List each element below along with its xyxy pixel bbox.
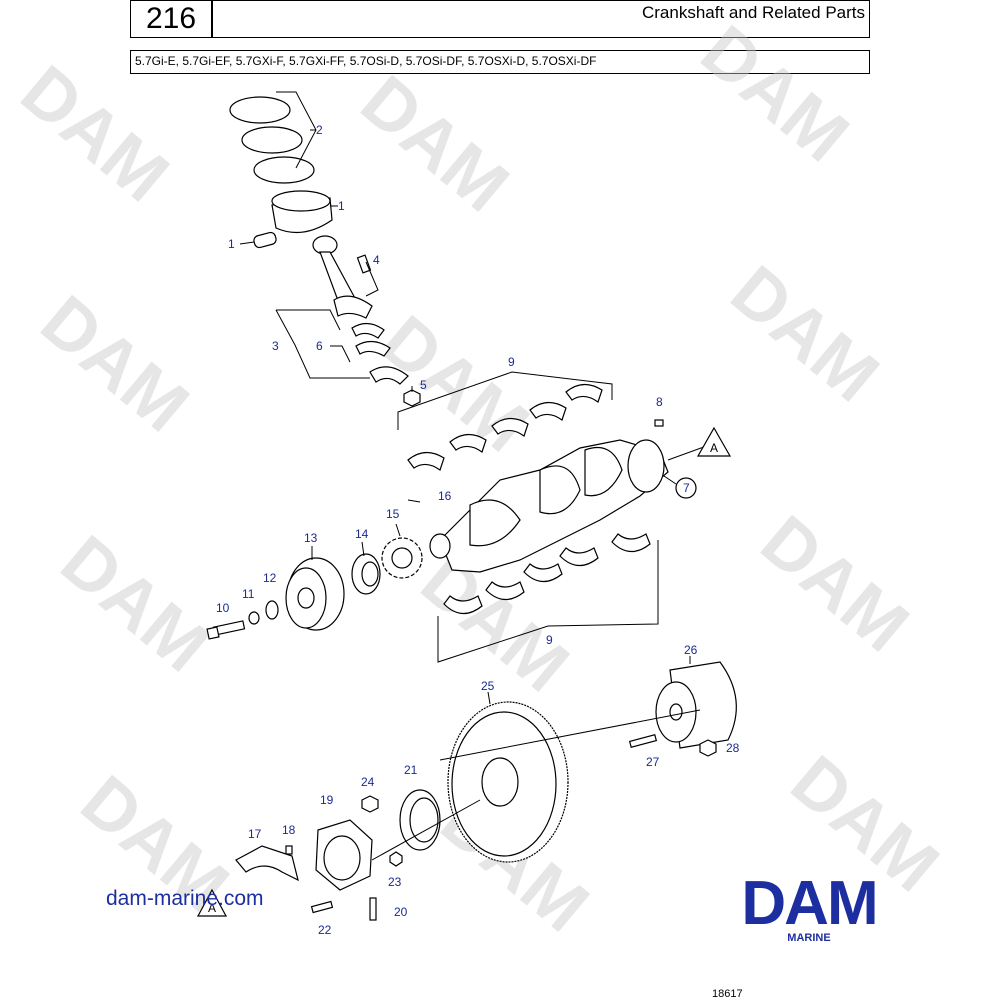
logo-subtitle: MARINE — [787, 932, 831, 944]
callout-26: 26 — [684, 643, 698, 657]
callout-28: 28 — [726, 741, 740, 755]
housing-bolt — [361, 795, 379, 813]
callout-12: 12 — [263, 571, 277, 585]
callout-22: 22 — [318, 923, 332, 937]
rear-seal-housing — [315, 819, 373, 891]
front-seal — [351, 541, 381, 595]
rod-bearings — [275, 309, 409, 385]
callout-9: 9 — [546, 633, 553, 647]
harmonic-balancer — [285, 546, 345, 631]
watermark-text: DAM — [716, 251, 893, 418]
brand-logo: DAM MARINE — [718, 869, 900, 946]
crankshaft — [407, 439, 713, 573]
callout-19: 19 — [320, 793, 334, 807]
watermark-text: DAM — [346, 61, 523, 228]
callout-7-circle — [675, 477, 697, 499]
callout-6: 6 — [316, 339, 323, 353]
callout-5: 5 — [420, 378, 427, 392]
watermark-text: DAM — [746, 501, 923, 668]
callout-13: 13 — [304, 531, 318, 545]
callout-8: 8 — [656, 395, 663, 409]
watermark-text: DAM — [46, 521, 223, 688]
housing-screw-22 — [310, 900, 334, 914]
callout-10: 10 — [216, 601, 230, 615]
connecting-rod — [312, 235, 379, 319]
dowel-pin — [654, 419, 664, 427]
callout-14: 14 — [355, 527, 369, 541]
main-bearings-upper — [397, 371, 613, 471]
watermark-text: DAM — [6, 51, 183, 218]
reference-a-label: A — [208, 901, 216, 915]
timing-sprocket — [381, 523, 423, 579]
piston — [271, 190, 338, 234]
callout-20: 20 — [394, 905, 408, 919]
reference-a-marker-bottom: A — [196, 888, 228, 917]
callout-17: 17 — [248, 827, 262, 841]
flywheel-stud — [628, 734, 658, 748]
callout-27: 27 — [646, 755, 660, 769]
flywheel-nut — [699, 739, 717, 757]
callout-9: 9 — [508, 355, 515, 369]
main-bearings-lower — [437, 533, 659, 663]
watermark-text: DAM — [686, 11, 863, 178]
callout-16: 16 — [438, 489, 452, 503]
balancer-bolt — [206, 620, 246, 640]
housing-dowel — [285, 845, 293, 855]
reference-a-marker: A — [696, 426, 732, 457]
logo-text: DAM — [741, 869, 878, 938]
housing-stud-20 — [369, 897, 377, 921]
rod-nut — [403, 386, 421, 407]
housing-nut — [389, 851, 403, 867]
figure-number: 18617 — [712, 988, 743, 1000]
model-list: 5.7Gi-E, 5.7Gi-EF, 5.7GXi-F, 5.7GXi-FF, … — [135, 54, 597, 68]
website-link[interactable]: dam-marine.com — [106, 887, 264, 910]
callout-18: 18 — [282, 823, 296, 837]
page-title: Crankshaft and Related Parts — [641, 3, 865, 22]
piston-pin — [239, 231, 277, 249]
balancer-key — [248, 611, 260, 625]
reference-a-label: A — [710, 441, 718, 455]
callout-3: 3 — [272, 339, 279, 353]
callout-24: 24 — [361, 775, 375, 789]
callout-7: 7 — [683, 481, 690, 495]
piston-rings — [229, 91, 317, 184]
callout-15: 15 — [386, 507, 400, 521]
title-box: Crankshaft and Related Parts — [212, 0, 870, 38]
callout-1: 1 — [228, 237, 235, 251]
watermark-text: DAM — [26, 281, 203, 448]
callout-labels: 1 1 2 3 4 5 6 7 8 9 9 10 11 12 13 14 15 … — [216, 123, 740, 937]
callout-23: 23 — [388, 875, 402, 889]
callout-4: 4 — [373, 253, 380, 267]
balancer-washer — [265, 600, 279, 620]
rear-main-seal — [399, 789, 441, 851]
models-box: 5.7Gi-E, 5.7Gi-EF, 5.7GXi-F, 5.7GXi-FF, … — [130, 50, 870, 74]
callout-21: 21 — [404, 763, 418, 777]
page-number: 216 — [130, 0, 212, 38]
callout-25: 25 — [481, 679, 495, 693]
callout-11: 11 — [242, 587, 255, 601]
coupling-hub — [655, 656, 737, 749]
housing-gasket — [235, 845, 299, 882]
callout-1: 1 — [338, 199, 345, 213]
callout-2: 2 — [316, 123, 323, 137]
flywheel — [447, 691, 569, 863]
